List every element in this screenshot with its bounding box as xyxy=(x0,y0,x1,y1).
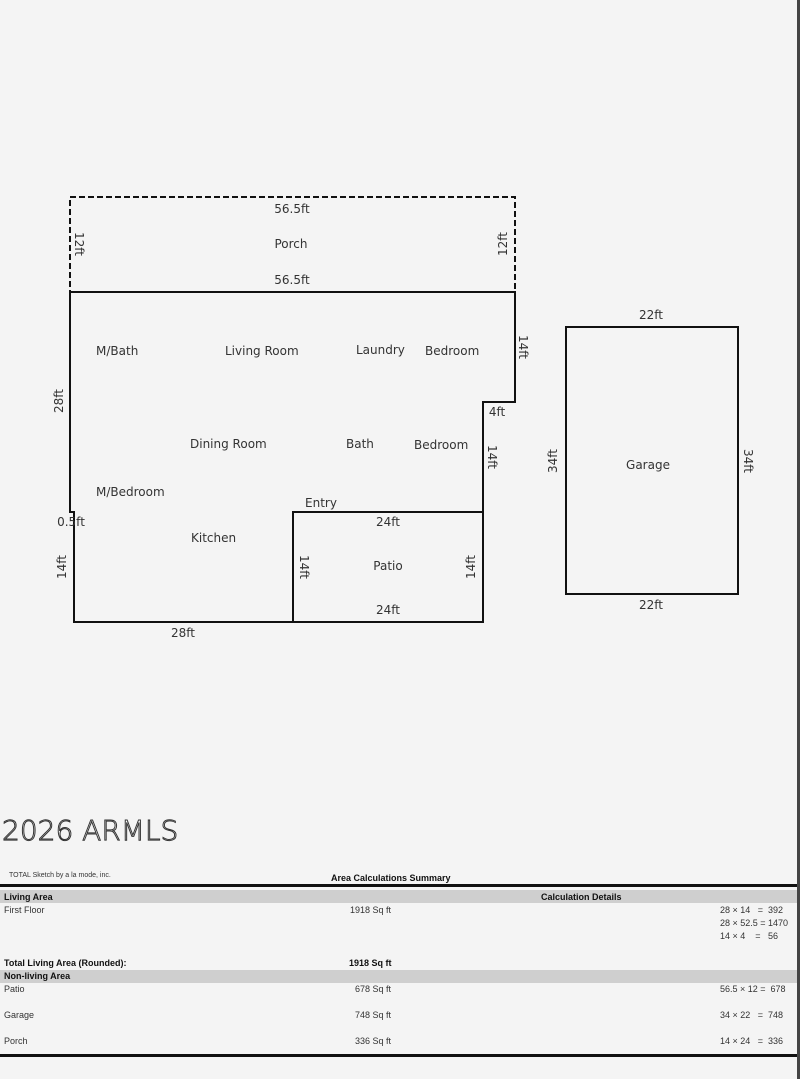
patio-right-dim: 14ft xyxy=(464,555,478,579)
room-kitchen: Kitchen xyxy=(191,531,236,545)
porch-row-calc: 14 × 24 = 336 xyxy=(720,1036,784,1046)
porch-top-dim: 56.5ft xyxy=(274,202,310,216)
dim-bottom: 28ft xyxy=(171,626,195,640)
room-bath: Bath xyxy=(346,437,374,451)
nonliving-header-bar xyxy=(0,970,800,983)
area-summary-table: TOTAL Sketch by a la mode, inc. Area Cal… xyxy=(0,865,800,1079)
porch-row-area: 336 Sq ft xyxy=(355,1036,392,1046)
total-label: Total Living Area (Rounded): xyxy=(4,958,127,968)
patio-left-dim: 14ft xyxy=(297,555,311,579)
nonliving-header: Non-living Area xyxy=(4,971,71,981)
total-value: 1918 Sq ft xyxy=(349,958,392,968)
garage-row-calc: 34 × 22 = 748 xyxy=(720,1010,784,1020)
calc-line: 28 × 52.5 = 1470 xyxy=(720,918,789,928)
patio-top-dim: 24ft xyxy=(376,515,400,529)
living-header: Living Area xyxy=(4,892,53,902)
first-floor-area: 1918 Sq ft xyxy=(350,905,392,915)
room-entry: Entry xyxy=(305,496,337,510)
patio-label: Patio xyxy=(373,559,402,573)
dim-notch: 0.5ft xyxy=(57,515,85,529)
watermark: 2026 ARMLS xyxy=(1,814,179,847)
patio-row-name: Patio xyxy=(4,984,25,994)
page-edge xyxy=(797,0,800,1079)
dim-left-lower: 14ft xyxy=(55,555,69,579)
garage-right-dim: 34ft xyxy=(741,449,755,473)
dim-right-mid: 14ft xyxy=(485,445,499,469)
first-floor-name: First Floor xyxy=(4,905,45,915)
floor-plan: 56.5ft Porch 56.5ft 12ft 12ft M/Bath Liv… xyxy=(52,196,755,640)
garage-label: Garage xyxy=(626,458,670,472)
room-dining: Dining Room xyxy=(190,437,267,451)
room-bedroom-2: Bedroom xyxy=(414,438,468,452)
garage-top-dim: 22ft xyxy=(639,308,663,322)
garage-outline xyxy=(565,326,739,595)
porch-row-name: Porch xyxy=(4,1036,28,1046)
porch-label: Porch xyxy=(274,237,307,251)
dim-step: 4ft xyxy=(489,405,506,419)
garage-left-dim: 34ft xyxy=(546,449,560,473)
calc-line: 14 × 4 = 56 xyxy=(720,931,779,941)
room-laundry: Laundry xyxy=(356,343,405,357)
divider xyxy=(0,884,800,887)
summary-title: Area Calculations Summary xyxy=(331,873,451,883)
dim-left-upper: 28ft xyxy=(52,389,66,413)
room-living: Living Room xyxy=(225,344,299,358)
porch-bottom-dim: 56.5ft xyxy=(274,273,310,287)
patio-row-calc: 56.5 × 12 = 678 xyxy=(720,984,786,994)
calc-line: 28 × 14 = 392 xyxy=(720,905,784,915)
garage-row-name: Garage xyxy=(4,1010,35,1020)
divider xyxy=(0,1054,800,1057)
room-mbath: M/Bath xyxy=(96,344,138,358)
calc-header: Calculation Details xyxy=(541,892,622,902)
credit-text: TOTAL Sketch by a la mode, inc. xyxy=(9,872,111,879)
patio-row-area: 678 Sq ft xyxy=(355,984,392,994)
patio-outline xyxy=(292,511,484,623)
porch-left-dim: 12ft xyxy=(72,232,86,256)
garage-bottom-dim: 22ft xyxy=(639,598,663,612)
room-mbedroom: M/Bedroom xyxy=(96,485,165,499)
porch-right-dim: 12ft xyxy=(496,232,510,256)
dim-right-upper: 14ft xyxy=(516,335,530,359)
living-header-bar xyxy=(0,890,800,903)
patio-bottom-dim: 24ft xyxy=(376,603,400,617)
garage-row-area: 748 Sq ft xyxy=(355,1010,392,1020)
room-bedroom-1: Bedroom xyxy=(425,344,479,358)
